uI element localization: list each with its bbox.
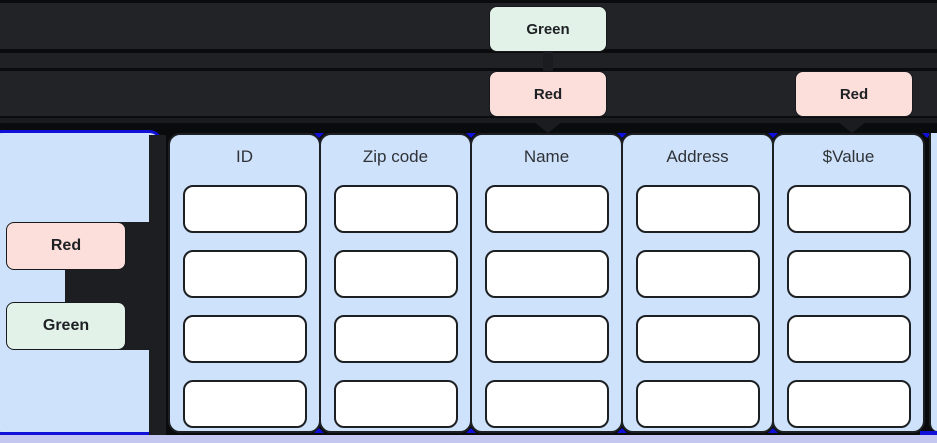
column-header: $Value [822, 147, 875, 166]
seam-blue-tick-icon [466, 428, 476, 433]
selection-halo [0, 435, 937, 443]
cell-input[interactable] [333, 380, 458, 428]
cell-input[interactable] [786, 380, 911, 428]
seam-blue-tick-icon [768, 133, 778, 138]
cell-input[interactable] [635, 380, 760, 428]
connector-arrow-value-icon [838, 122, 866, 133]
column-value[interactable]: $Value [772, 133, 925, 433]
column-name[interactable]: Name [470, 133, 623, 433]
column-header: ID [236, 147, 253, 166]
cell-input[interactable] [484, 380, 609, 428]
cell-input[interactable] [182, 185, 307, 233]
cell-input[interactable] [333, 315, 458, 363]
cell-input[interactable] [786, 250, 911, 298]
column-header: Address [666, 147, 729, 166]
badge-green-side[interactable]: Green [6, 302, 126, 350]
lane-row-1 [0, 3, 937, 49]
cell-input[interactable] [333, 250, 458, 298]
cell-input[interactable] [182, 315, 307, 363]
badge-red-top-value[interactable]: Red [795, 71, 913, 117]
badge-green-top[interactable]: Green [489, 6, 607, 52]
cell-input[interactable] [484, 315, 609, 363]
lane-row-2 [0, 53, 937, 68]
seam-blue-tick-icon [314, 428, 324, 433]
cell-input[interactable] [786, 185, 911, 233]
cell-input[interactable] [484, 185, 609, 233]
seam-blue-tick-icon [314, 133, 324, 138]
lane-row-3 [0, 71, 937, 116]
cell-input[interactable] [484, 250, 609, 298]
seam-blue-tick-icon [617, 133, 627, 138]
node-border-bottom-right [920, 431, 937, 435]
connector-rail [0, 118, 937, 123]
seam-blue-tick-icon [922, 133, 932, 138]
connector-arrow-name-icon [534, 122, 562, 133]
badge-red-top-name[interactable]: Red [489, 71, 607, 117]
seam-blue-tick-icon [768, 428, 778, 433]
badge-red-side[interactable]: Red [6, 222, 126, 270]
column-zip-code[interactable]: Zip code [319, 133, 472, 433]
column-header: Zip code [362, 147, 429, 166]
cell-input[interactable] [182, 380, 307, 428]
green-to-red-connector [543, 49, 553, 72]
column-partial-right [929, 133, 937, 431]
seam-blue-tick-icon [617, 428, 627, 433]
column-address[interactable]: Address [621, 133, 774, 433]
cell-input[interactable] [635, 185, 760, 233]
cell-input[interactable] [333, 185, 458, 233]
column-id[interactable]: ID [168, 133, 321, 433]
cell-input[interactable] [635, 250, 760, 298]
cell-input[interactable] [635, 315, 760, 363]
table-columns: ID Zip code Name Address [168, 133, 925, 433]
cell-input[interactable] [182, 250, 307, 298]
cell-input[interactable] [786, 315, 911, 363]
seam-blue-tick-icon [466, 133, 476, 138]
column-header: Name [523, 147, 570, 166]
